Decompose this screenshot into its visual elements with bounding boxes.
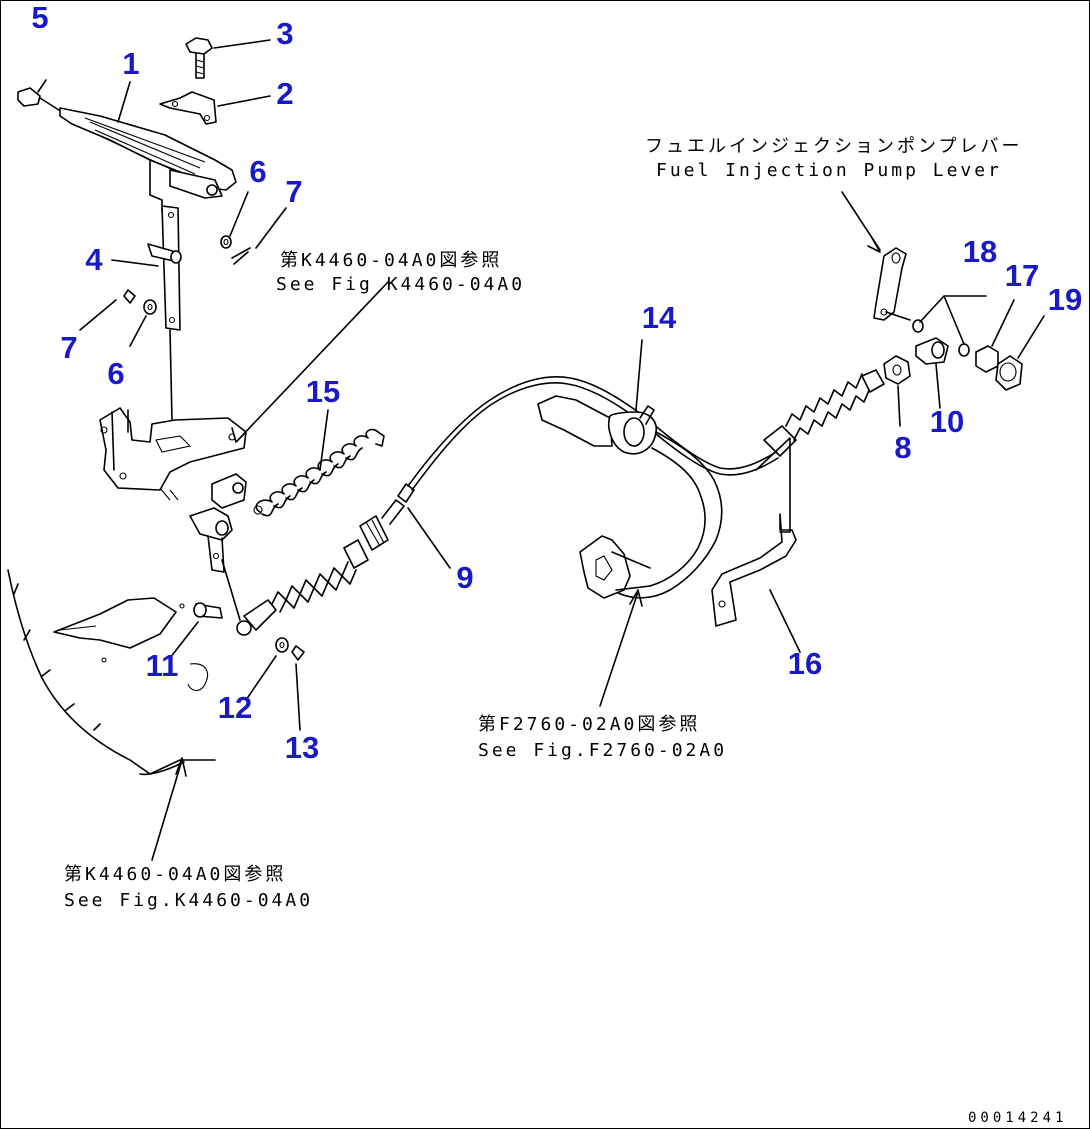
part-number-7a: 7 (285, 174, 302, 209)
reference-labels: フュエルインジェクションポンプレバー Fuel Injection Pump L… (64, 136, 1067, 1126)
cable-bracket-tube (537, 395, 723, 599)
ref-top-en: See Fig K4460-04A0 (276, 274, 525, 295)
floor-edge (7, 569, 216, 776)
part-number-3: 3 (276, 16, 293, 51)
pedal-assembly (17, 37, 251, 501)
part-number-12: 12 (218, 690, 252, 725)
return-spring (253, 428, 385, 517)
part-number-10: 10 (930, 404, 964, 439)
part-number-7b: 7 (60, 330, 77, 365)
part-number-13: 13 (285, 730, 319, 765)
ref-mid-en: See Fig.F2760-02A0 (478, 740, 727, 761)
control-cable (243, 369, 885, 631)
part-number-8: 8 (894, 430, 911, 465)
part-number-14: 14 (642, 300, 677, 335)
part-number-19: 19 (1048, 282, 1082, 317)
part-number-2: 2 (276, 76, 293, 111)
part-numbers: 5 1 3 2 6 7 4 7 6 15 14 18 17 19 10 8 9 … (31, 0, 1082, 765)
support-bracket (711, 513, 797, 627)
part-number-1: 1 (122, 46, 139, 81)
drawing-code: 00014241 (968, 1110, 1067, 1126)
part-number-11: 11 (146, 648, 179, 683)
part-number-9: 9 (456, 560, 473, 595)
pump-lever-label-en: Fuel Injection Pump Lever (656, 160, 1002, 181)
pump-lever-label-jp: フュエルインジェクションポンプレバー (645, 136, 1022, 157)
ref-mid-jp: 第F2760-02A0図参照 (478, 714, 700, 735)
part-number-17: 17 (1005, 258, 1039, 293)
part-number-6b: 6 (107, 356, 124, 391)
linkage-clevis (53, 473, 305, 692)
part-number-5: 5 (31, 0, 48, 35)
ref-bottom-jp: 第K4460-04A0図参照 (64, 864, 286, 885)
part-number-4: 4 (85, 242, 103, 277)
part-number-18: 18 (963, 234, 997, 269)
pump-end-hardware (873, 247, 1023, 391)
part-number-15: 15 (306, 374, 340, 409)
part-number-16: 16 (788, 646, 822, 681)
callout-leaders (37, 39, 1045, 861)
ref-bottom-en: See Fig.K4460-04A0 (64, 890, 313, 911)
part-number-6a: 6 (249, 154, 266, 189)
ref-top-jp: 第K4460-04A0図参照 (280, 250, 502, 271)
